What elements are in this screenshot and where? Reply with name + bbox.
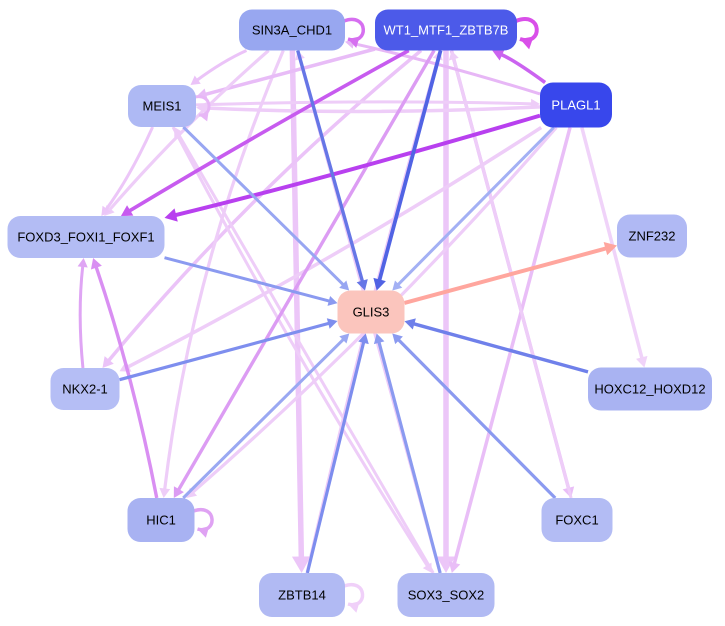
node-foxd3-foxi1-foxf1-shape[interactable] xyxy=(7,216,165,258)
node-hic1-shape[interactable] xyxy=(127,498,195,542)
node-plagl1[interactable]: PLAGL1 xyxy=(540,82,612,128)
edge-foxd3-foxi1-foxf1-to-glis3-arrowhead xyxy=(327,295,338,306)
edge-sox3-sox2-to-glis3-arrowhead xyxy=(373,333,385,345)
edge-plagl1-to-glis3 xyxy=(396,126,555,286)
edge-plagl1-to-foxd3-foxi1-foxf1-arrowhead xyxy=(164,208,178,222)
node-znf232[interactable]: ZNF232 xyxy=(617,214,687,258)
node-nkx2-1[interactable]: NKX2-1 xyxy=(50,368,120,410)
edge-plagl1-to-sox3-sox2 xyxy=(452,127,572,565)
node-foxc1[interactable]: FOXC1 xyxy=(541,498,613,542)
node-meis1[interactable]: MEIS1 xyxy=(128,85,196,127)
edge-meis1-to-glis3-arrowhead xyxy=(339,280,350,291)
node-zbtb14[interactable]: ZBTB14 xyxy=(259,573,345,617)
edge-plagl1-to-sox3-sox2-arrowhead xyxy=(448,561,461,573)
self-loop-sin3a-chd1-arrowhead xyxy=(348,36,360,48)
edge-wt1-mtf1-zbtb7b-to-glis3 xyxy=(377,50,443,281)
edge-nkx2-1-to-foxd3-foxi1-foxf1 xyxy=(78,265,85,369)
node-hoxc12-hoxd12-shape[interactable] xyxy=(588,367,712,411)
node-glis3[interactable]: GLIS3 xyxy=(337,290,405,334)
node-meis1-shape[interactable] xyxy=(128,85,196,127)
node-plagl1-shape[interactable] xyxy=(540,82,612,128)
node-nkx2-1-shape[interactable] xyxy=(50,368,120,410)
node-wt1-mtf1-zbtb7b-shape[interactable] xyxy=(375,9,517,51)
edge-meis1-to-foxd3-foxi1-foxf1-arrowhead xyxy=(101,205,111,216)
edge-hoxc12-hoxd12-to-glis3-arrowhead xyxy=(404,318,416,330)
edge-zbtb14-to-glis3-arrowhead xyxy=(358,333,369,345)
self-loop-meis1-arrowhead xyxy=(199,111,209,122)
edge-foxc1-to-wt1-mtf1-zbtb7b-arrowhead xyxy=(448,50,459,61)
self-loop-wt1-mtf1-zbtb7b xyxy=(515,17,539,43)
self-loop-zbtb14-arrowhead xyxy=(348,601,360,613)
edge-nkx2-1-to-glis3 xyxy=(119,321,330,382)
node-zbtb14-shape[interactable] xyxy=(259,573,345,617)
edge-plagl1-to-glis3-arrowhead xyxy=(392,280,403,291)
self-loop-hic1-arrowhead xyxy=(197,526,210,538)
node-sin3a-chd1[interactable]: SIN3A_CHD1 xyxy=(239,9,345,51)
edge-plagl1-to-wt1-mtf1-zbtb7b-arrowhead xyxy=(492,49,505,61)
edge-foxc1-to-glis3 xyxy=(397,338,557,500)
edge-sin3a-chd1-to-meis1 xyxy=(196,49,248,82)
self-loop-hic1 xyxy=(192,507,214,532)
node-hoxc12-hoxd12[interactable]: HOXC12_HOXD12 xyxy=(588,367,712,411)
edge-sin3a-chd1-to-zbtb14 xyxy=(289,50,305,558)
edge-glis3-to-znf232-arrowhead xyxy=(603,242,617,256)
edge-meis1-to-sox3-sox2 xyxy=(171,126,429,568)
edge-wt1-mtf1-zbtb7b-to-foxd3-foxi1-foxf1-arrowhead xyxy=(120,205,134,216)
edge-plagl1-to-hoxc12-hoxd12-arrowhead xyxy=(635,355,648,368)
edge-wt1-mtf1-zbtb7b-to-hic1-arrowhead xyxy=(173,486,184,498)
edge-sox3-sox2-to-meis1 xyxy=(176,133,435,574)
edge-plagl1-to-nkx2-1 xyxy=(127,126,543,369)
edge-nkx2-1-to-glis3-arrowhead xyxy=(326,318,338,329)
edge-hic1-to-glis3-arrowhead xyxy=(339,333,350,344)
edge-meis1-to-plagl1-arrowhead xyxy=(530,98,540,109)
edge-nkx2-1-to-foxd3-foxi1-foxf1-arrowhead xyxy=(77,258,88,268)
edge-plagl1-to-sin3a-chd1 xyxy=(352,41,541,96)
edge-plagl1-to-foxd3-foxi1-foxf1 xyxy=(174,113,541,218)
edge-hic1-to-glis3 xyxy=(182,338,345,500)
edge-meis1-to-plagl1 xyxy=(195,100,533,107)
node-foxd3-foxi1-foxf1[interactable]: FOXD3_FOXI1_FOXF1 xyxy=(7,216,165,258)
edge-sin3a-chd1-to-glis3-arrowhead xyxy=(356,279,368,291)
edge-hic1-to-foxd3-foxi1-foxf1 xyxy=(94,266,159,499)
node-sin3a-chd1-shape[interactable] xyxy=(239,9,345,51)
edge-hic1-to-foxd3-foxi1-foxf1-arrowhead xyxy=(90,258,102,270)
edge-sin3a-chd1-to-zbtb14-arrowhead xyxy=(291,556,311,573)
node-glis3-shape[interactable] xyxy=(337,290,405,334)
edge-foxc1-to-glis3-arrowhead xyxy=(392,333,403,345)
self-loop-sin3a-chd1 xyxy=(343,17,365,42)
edge-foxc1-to-wt1-mtf1-zbtb7b xyxy=(452,57,573,499)
edge-wt1-mtf1-zbtb7b-to-sox3-sox2-arrowhead xyxy=(436,556,456,573)
edge-zbtb14-to-glis3 xyxy=(305,341,366,574)
edge-meis1-to-foxd3-foxi1-foxf1 xyxy=(104,126,154,211)
edge-plagl1-to-meis1 xyxy=(205,105,541,114)
edge-meis1-to-glis3 xyxy=(182,125,345,286)
edge-sin3a-chd1-to-glis3 xyxy=(296,50,365,283)
node-znf232-shape[interactable] xyxy=(617,214,687,258)
edge-plagl1-to-wt1-mtf1-zbtb7b xyxy=(500,52,547,84)
edge-wt1-mtf1-zbtb7b-to-foxd3-foxi1-foxf1 xyxy=(128,48,410,213)
self-loop-wt1-mtf1-zbtb7b-arrowhead xyxy=(520,36,534,50)
edge-sin3a-chd1-to-hic1-arrowhead xyxy=(159,487,171,498)
edge-hoxc12-hoxd12-to-glis3 xyxy=(412,322,589,374)
edge-foxd3-foxi1-foxf1-to-glis3 xyxy=(164,256,331,303)
node-hic1[interactable]: HIC1 xyxy=(127,498,195,542)
node-foxc1-shape[interactable] xyxy=(541,498,613,542)
edge-plagl1-to-hic1-arrowhead xyxy=(186,487,198,498)
self-loops-layer xyxy=(192,17,539,613)
edge-wt1-mtf1-zbtb7b-to-nkx2-1-arrowhead xyxy=(102,356,114,368)
self-loop-zbtb14 xyxy=(343,582,365,607)
edge-wt1-mtf1-zbtb7b-to-glis3-arrowhead xyxy=(373,277,386,291)
edge-meis1-to-sox3-sox2-arrowhead xyxy=(422,562,432,573)
edge-sox3-sox2-to-glis3 xyxy=(377,341,442,574)
edge-sin3a-chd1-to-meis1-arrowhead xyxy=(190,75,201,85)
node-sox3-sox2-shape[interactable] xyxy=(397,573,495,617)
edge-wt1-mtf1-zbtb7b-to-hic1 xyxy=(176,49,436,491)
edge-glis3-to-znf232 xyxy=(403,246,607,305)
node-wt1-mtf1-zbtb7b[interactable]: WT1_MTF1_ZBTB7B xyxy=(375,9,517,51)
node-sox3-sox2[interactable]: SOX3_SOX2 xyxy=(397,573,495,617)
